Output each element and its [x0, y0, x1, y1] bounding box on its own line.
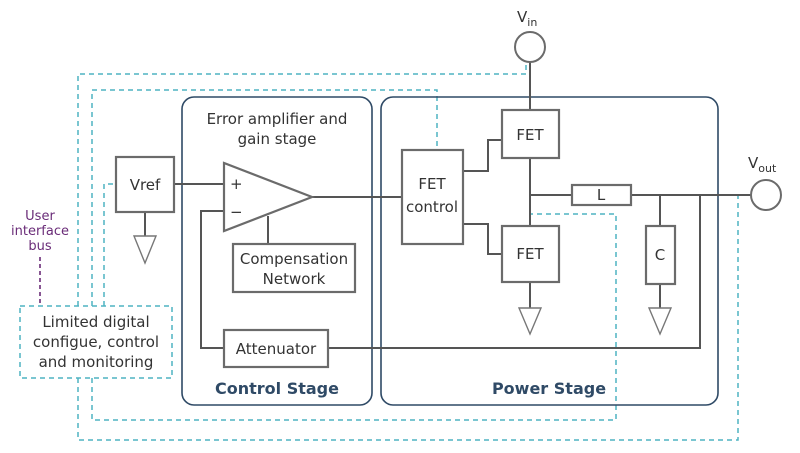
vin-terminal [514, 31, 546, 63]
control-stage-title: Control Stage [215, 379, 339, 398]
digital-label-3: and monitoring [39, 353, 154, 371]
capacitor-label: C [655, 246, 665, 264]
fetcontrol-to-bottom-fet-wire [463, 223, 502, 255]
capacitor-block [644, 224, 677, 286]
fet-top-label: FET [516, 126, 544, 144]
user-bus-label-3: bus [28, 239, 51, 254]
vin-label: Vin [517, 8, 537, 29]
inductor-label: L [597, 186, 606, 204]
attenuator-to-output-wire [328, 195, 701, 349]
user-bus-label-2: interface [11, 224, 69, 239]
power-stage-box [380, 96, 719, 406]
digital-config-box [19, 305, 173, 379]
compensation-label-1: Compensation [240, 250, 348, 268]
user-bus-label-1: User [25, 209, 55, 224]
vref-label: Vref [130, 176, 161, 194]
vout-label: Vout [748, 154, 777, 175]
power-stage-title: Power Stage [492, 379, 606, 398]
attenuator-block [222, 328, 330, 369]
digital-label-1: Limited digital [42, 313, 149, 331]
control-stage-box [181, 96, 373, 406]
fet-control-label-2: control [406, 198, 458, 216]
vout-terminal [750, 179, 782, 211]
fet-control-block [400, 148, 465, 246]
vref-ground-icon [132, 235, 158, 265]
middle-dashed-loop [91, 89, 617, 421]
attenuator-label: Attenuator [236, 340, 317, 358]
control-stage-header-2: gain stage [238, 130, 317, 148]
fet-ground-icon [517, 307, 543, 336]
outer-dashed-loop [77, 62, 739, 441]
vref-dashed-link [103, 183, 114, 306]
fet-top-block [500, 108, 561, 160]
control-stage-header-1: Error amplifier and [207, 110, 348, 128]
vref-block [114, 155, 176, 214]
compensation-label-2: Network [263, 270, 326, 288]
fet-control-label-1: FET [418, 175, 446, 193]
amp-plus-label: + [230, 175, 243, 193]
cap-ground-icon [647, 307, 673, 336]
feedback-wire [200, 210, 224, 349]
error-amplifier [222, 161, 316, 233]
amp-minus-label: − [230, 203, 243, 221]
fetcontrol-to-top-fet-wire [463, 139, 502, 172]
digital-label-2: configue, control [33, 333, 159, 351]
fet-bottom-block [500, 224, 561, 284]
inductor-block [570, 183, 633, 207]
compensation-network-block [231, 242, 357, 294]
fet-bottom-label: FET [516, 245, 544, 263]
